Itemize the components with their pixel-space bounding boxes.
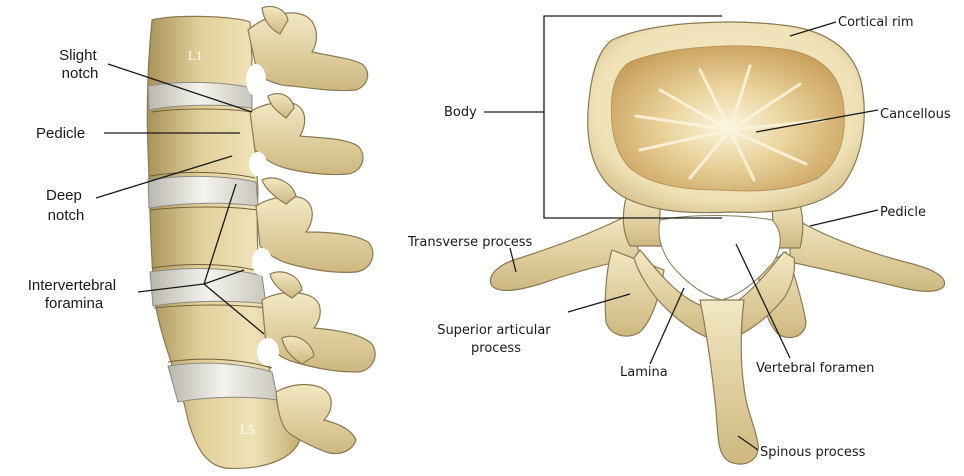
foramen-2 (249, 152, 267, 176)
label-slight-notch: Slight notch (59, 47, 101, 82)
label-cortical-rim: Cortical rim (838, 15, 914, 30)
right-transverse-process (790, 216, 945, 291)
lateral-lumbar-spine: L1 L5 Slight notch Pedicle Deep notch In… (28, 7, 375, 469)
vertebra-superior-view: Cortical rim Body Cancellous Pedicle Tra… (407, 15, 951, 464)
disc-l2-l3 (148, 176, 258, 208)
foramen-4 (257, 338, 279, 366)
label-body: Body (444, 105, 477, 120)
disc-l4-l5 (168, 363, 278, 402)
label-spinous-process: Spinous process (760, 445, 866, 460)
label-superior-articular-process: Superior articular process (437, 323, 555, 356)
label-vertebral-foramen: Vertebral foramen (756, 361, 874, 376)
leader-pedicle-right (810, 210, 878, 226)
label-intervertebral-foramina: Intervertebral foramina (28, 277, 121, 312)
label-lamina: Lamina (620, 365, 668, 380)
vertebra-label-l1: L1 (188, 48, 202, 63)
foramen-3 (252, 248, 272, 276)
label-pedicle-right: Pedicle (880, 205, 926, 220)
label-transverse-process: Transverse process (407, 235, 532, 250)
vertebra-label-l5: L5 (240, 422, 254, 437)
label-deep-notch: Deep notch (46, 187, 86, 224)
label-cancellous: Cancellous (880, 107, 951, 122)
foramen-1 (246, 64, 266, 96)
label-pedicle-left: Pedicle (36, 125, 85, 142)
